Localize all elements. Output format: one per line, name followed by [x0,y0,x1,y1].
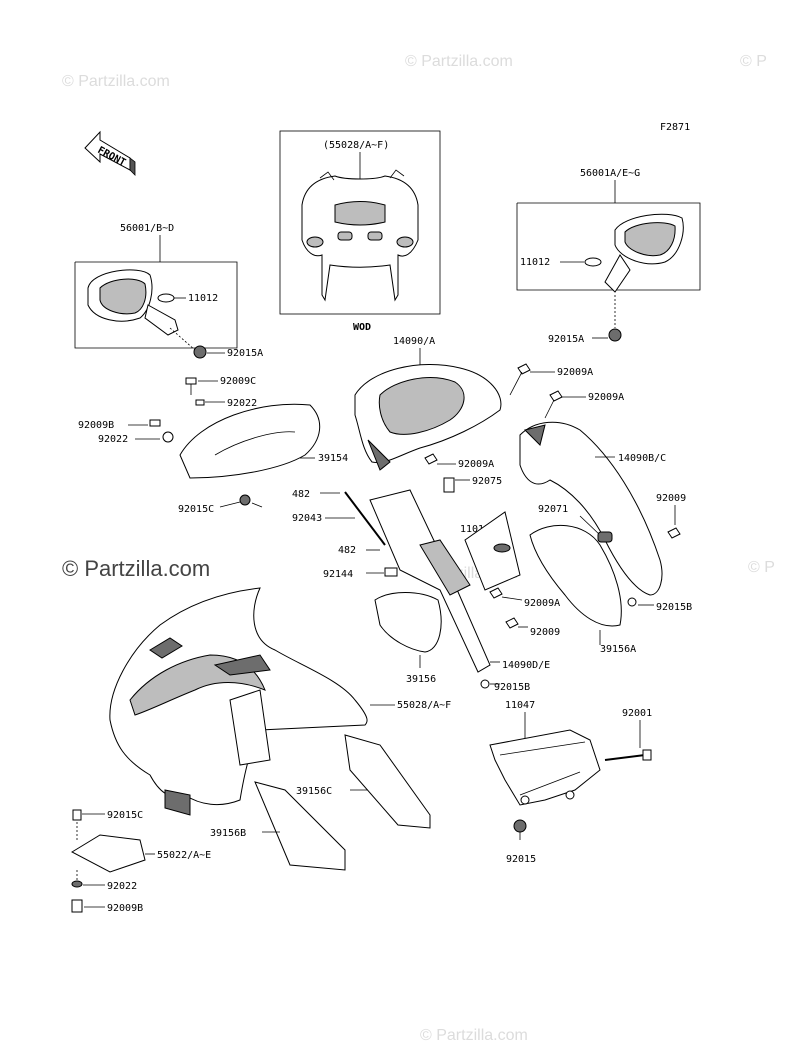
part-label: 92022 [107,881,137,892]
cowl-overview-box: (55028/A~F) [279,130,441,315]
part-label: (55028/A~F) [323,140,389,151]
part-label: 92015A [548,334,584,345]
part-label: 55028/A~F [397,700,451,711]
part-label: 14090/A [393,336,435,347]
part-label: 92009A [557,367,593,378]
inner-cowl-right: 14090B/C 92071 92009 92015B 39156A [519,421,692,655]
part-label: 92015B [494,682,530,693]
part-label: 39154 [318,453,348,464]
lower-panels: 39156C 39156B [210,734,431,871]
part-label: 92015A [227,348,263,359]
wod-label: WOD [353,322,371,333]
watermark: © Partzilla.com [62,556,210,581]
front-arrow-icon: FRONT [84,130,136,176]
part-label: 11012 [520,257,550,268]
part-label: 482 [338,545,356,556]
part-label: 92015C [107,810,143,821]
center-panel-group: 11012A/B 92009A 92009 14090D/E 92015B 39… [369,489,560,693]
part-label: 14090D/E [502,660,550,671]
part-label: 92009A [524,598,560,609]
watermark: © Partzilla.com [405,53,513,70]
bracket-11047-group: 11047 92001 92015 [489,700,652,865]
part-label: 92009B [107,903,143,914]
part-label: 56001/B~D [120,223,174,234]
part-label: 39156B [210,828,246,839]
part-label: 14090B/C [618,453,666,464]
part-label: 92009C [220,376,256,387]
figure-code: F2871 [660,122,690,133]
part-label: 92009 [530,627,560,638]
watermark: © P [740,53,767,70]
bolt-group-92009a: 92009A 92009A [509,363,624,419]
part-label: 92009B [78,420,114,431]
part-label: 92022 [227,398,257,409]
part-label: 482 [292,489,310,500]
upper-cowl-55028: 55028/A~F [109,587,451,816]
watermark: © Partzilla.com [62,73,170,90]
part-label: 92001 [622,708,652,719]
left-mirror-group: 56001/B~D 11012 92015A [74,223,263,359]
part-label: 92009 [656,493,686,504]
part-label: 39156 [406,674,436,685]
right-mirror-group: 56001A/E~G 11012 92015A [516,168,701,345]
part-label: 92022 [98,434,128,445]
part-label: 55022/A~E [157,850,211,861]
part-label: 11047 [505,700,535,711]
watermark: © Partzilla.com [420,1027,528,1044]
part-label: 92144 [323,569,353,580]
part-label: 92015 [506,854,536,865]
side-cover-39154-group: 92009C 92022 92009B 92022 39154 92015C [78,376,348,515]
part-label: 39156C [296,786,332,797]
part-label: 92015B [656,602,692,613]
part-label: 11012 [188,293,218,304]
part-label: 92043 [292,513,322,524]
part-label: 92015C [178,504,214,515]
part-label: 92075 [472,476,502,487]
part-label: 92071 [538,504,568,515]
part-label: 92009A [588,392,624,403]
part-label: 39156A [600,644,636,655]
watermark: © P [748,559,775,576]
part-label: 56001A/E~G [580,168,640,179]
part-label: 92009A [458,459,494,470]
inner-cowl-upper: WOD 14090/A [353,322,502,471]
bracket-55022-group: 92015C 55022/A~E 92022 92009B [70,809,211,914]
center-fasteners: 92009A 92075 482 92043 482 92144 [292,453,502,580]
